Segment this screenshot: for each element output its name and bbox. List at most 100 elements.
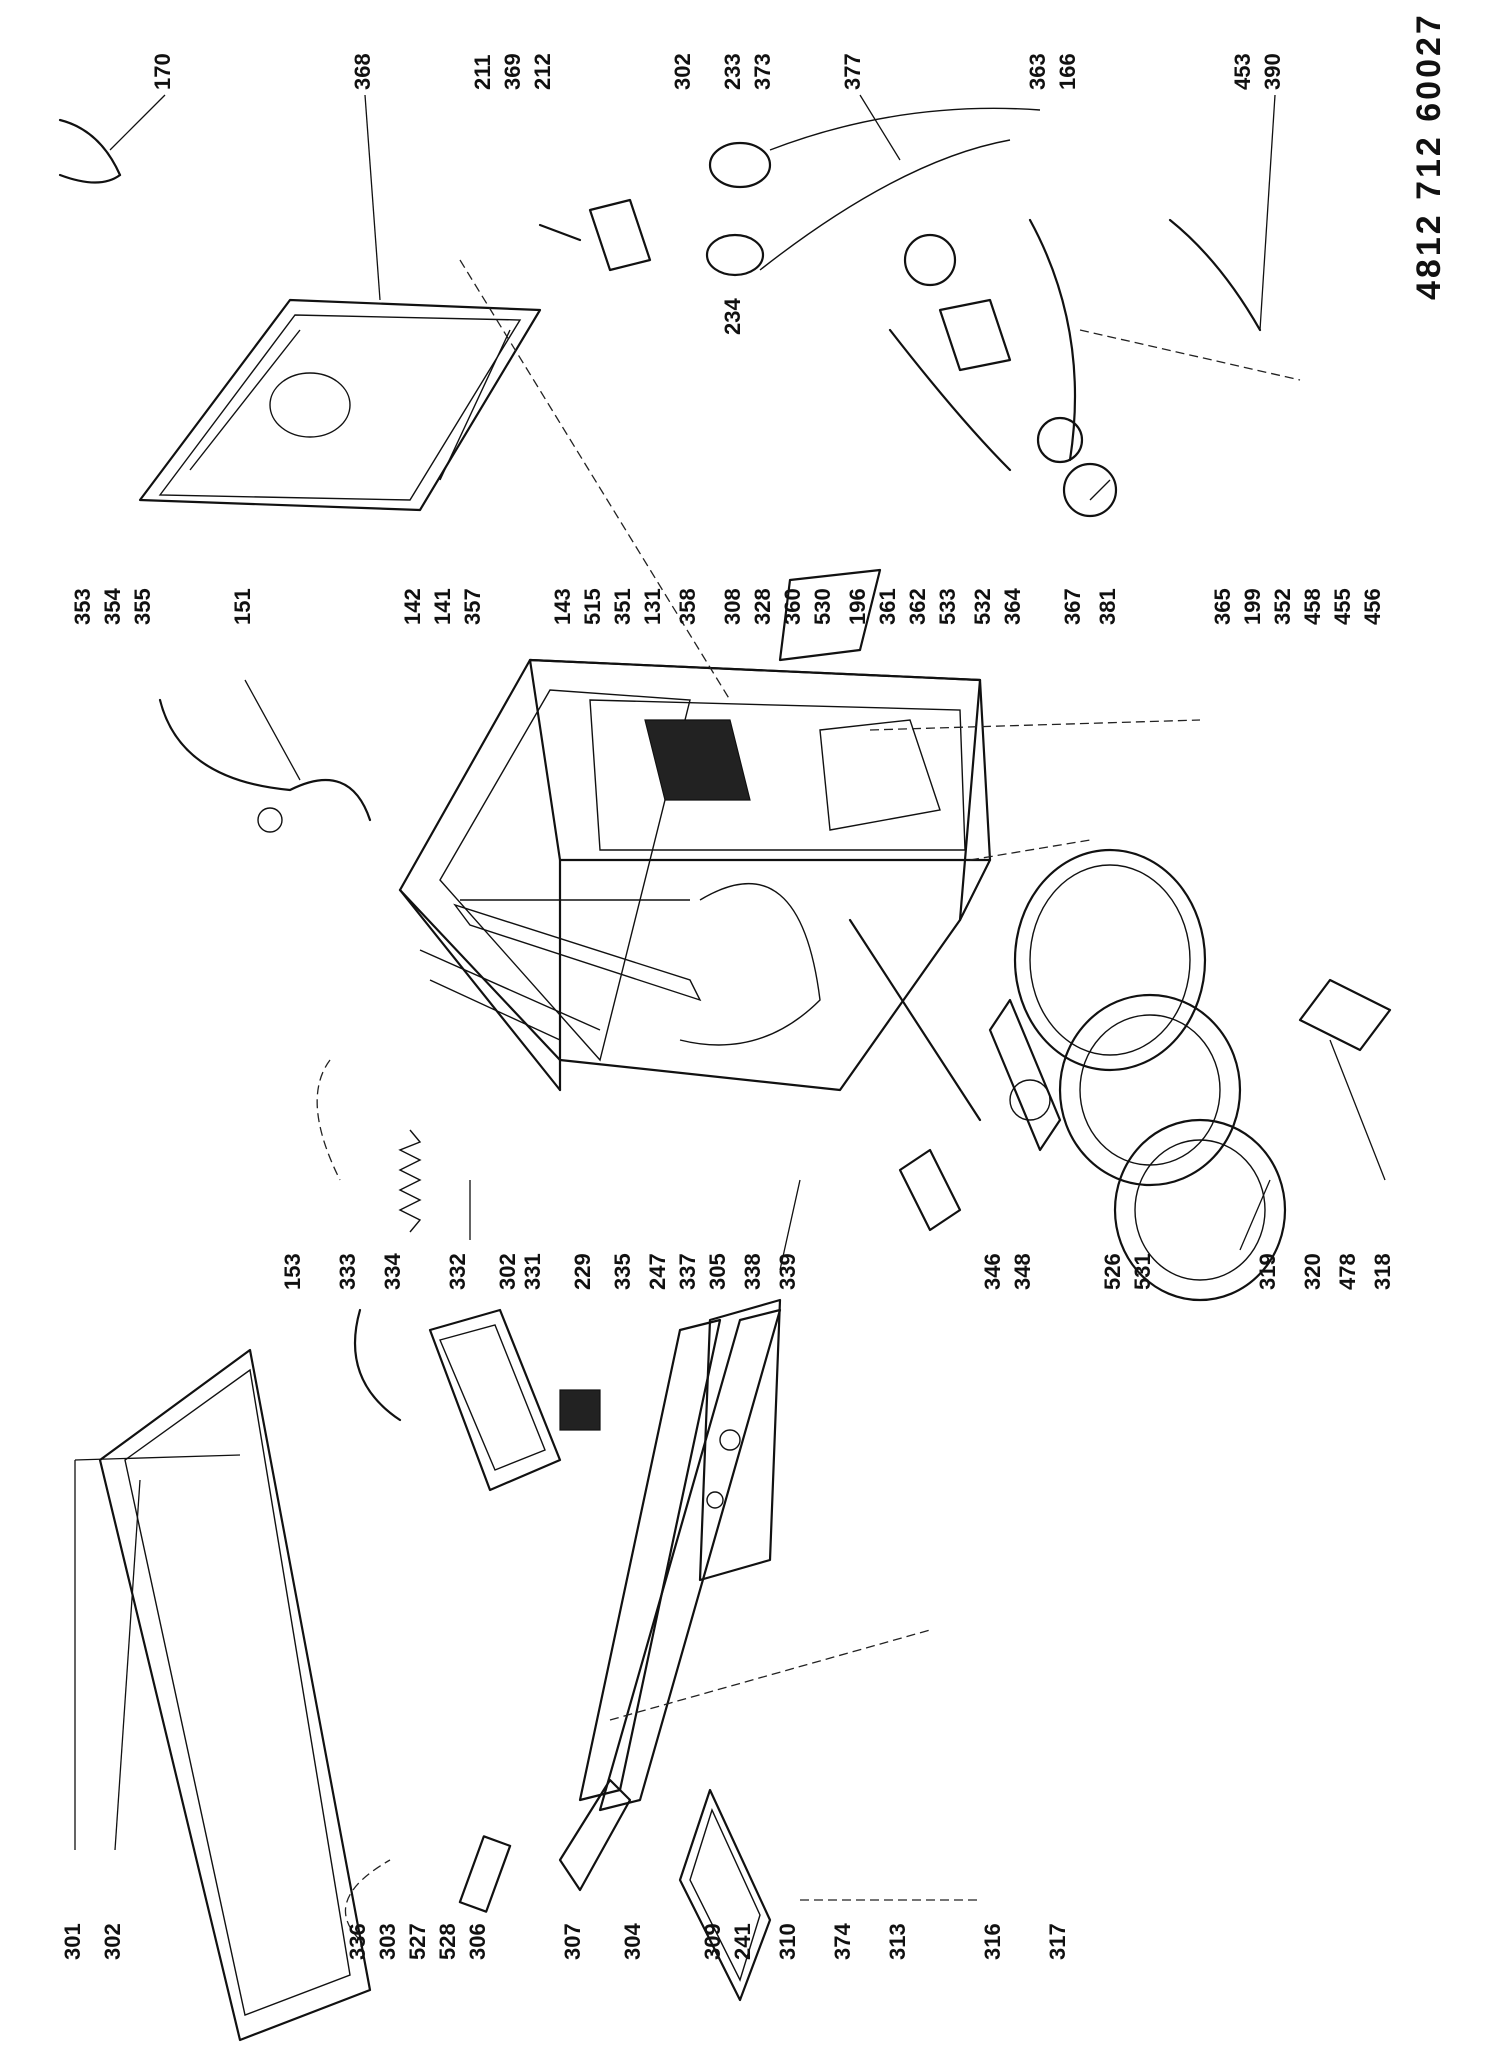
callout-211: 211 (470, 55, 495, 91)
callouts-middle: 153 333 334 332 302 331 229 335 247 337 … (280, 1253, 1395, 1290)
detergent-drawer (458, 1778, 772, 2002)
callout-247: 247 (645, 1253, 670, 1290)
callout-234: 234 (720, 298, 745, 335)
callout-357: 357 (460, 588, 485, 625)
callout-338: 338 (740, 1253, 765, 1290)
callout-302c: 302 (670, 53, 695, 90)
callout-317: 317 (1045, 1923, 1070, 1960)
callout-458: 458 (1300, 588, 1325, 625)
callout-153: 153 (280, 1253, 305, 1290)
callout-131: 131 (640, 588, 665, 625)
callout-532: 532 (970, 588, 995, 625)
callout-141: 141 (430, 588, 455, 625)
callout-348: 348 (1010, 1253, 1035, 1290)
door-assembly (1013, 848, 1392, 1302)
callout-365: 365 (1210, 588, 1235, 625)
callout-527: 527 (405, 1923, 430, 1960)
callout-354: 354 (100, 588, 125, 625)
callout-351: 351 (610, 588, 635, 625)
door-hinge (848, 918, 1062, 1232)
callout-306: 306 (465, 1923, 490, 1960)
callout-333: 333 (335, 1253, 360, 1290)
relation-lines (316, 259, 1301, 1941)
callout-528: 528 (435, 1923, 460, 1960)
callouts-left: 301 302 336 303 527 528 306 307 304 309 … (60, 1923, 1070, 1960)
callout-336: 336 (345, 1923, 370, 1960)
callout-362: 362 (905, 588, 930, 625)
callout-229: 229 (570, 1253, 595, 1290)
callout-233: 233 (720, 53, 745, 90)
callout-364: 364 (1000, 588, 1025, 625)
callout-339: 339 (775, 1253, 800, 1290)
motor-bracket (353, 1308, 601, 1492)
callout-337: 337 (675, 1253, 700, 1290)
callout-358: 358 (675, 588, 700, 625)
callout-455: 455 (1330, 588, 1355, 625)
callout-309: 309 (700, 1923, 725, 1960)
callout-478: 478 (1335, 1253, 1360, 1290)
callout-373: 373 (750, 53, 775, 90)
callout-318: 318 (1370, 1253, 1395, 1290)
callout-381: 381 (1095, 588, 1120, 625)
document-number: 4812 712 60027 (1410, 12, 1448, 300)
callout-320: 320 (1300, 1253, 1325, 1290)
callout-531: 531 (1130, 1253, 1155, 1290)
pressure-switches (705, 141, 772, 277)
callout-241: 241 (730, 1923, 755, 1960)
leader-lines (74, 94, 1386, 1851)
callout-313: 313 (885, 1923, 910, 1960)
callout-302b: 302 (495, 1253, 520, 1290)
callout-303: 303 (375, 1923, 400, 1960)
cabinet-frame (398, 658, 992, 1092)
callout-196: 196 (845, 588, 870, 625)
callout-328: 328 (750, 588, 775, 625)
callout-526: 526 (1100, 1253, 1125, 1290)
callout-368: 368 (350, 53, 375, 90)
control-panel (578, 1298, 782, 1812)
callout-390: 390 (1260, 53, 1285, 90)
callout-355: 355 (130, 588, 155, 625)
pump-and-hoses (759, 107, 1262, 662)
callout-302: 302 (100, 1923, 125, 1960)
callout-308: 308 (720, 588, 745, 625)
callout-199: 199 (1240, 588, 1265, 625)
callout-332: 332 (445, 1253, 470, 1290)
tension-spring (398, 1129, 422, 1233)
callout-166: 166 (1055, 53, 1080, 90)
callout-515: 515 (580, 588, 605, 625)
callout-301: 301 (60, 1923, 85, 1960)
callout-353: 353 (70, 588, 95, 625)
callout-334: 334 (380, 1253, 405, 1290)
callout-453: 453 (1230, 53, 1255, 90)
callout-316: 316 (980, 1923, 1005, 1960)
callout-310: 310 (775, 1923, 800, 1960)
callout-360: 360 (780, 588, 805, 625)
callout-377: 377 (840, 53, 865, 90)
callout-307: 307 (560, 1923, 585, 1960)
callout-319: 319 (1255, 1253, 1280, 1290)
callout-335: 335 (610, 1253, 635, 1290)
callout-367: 367 (1060, 588, 1085, 625)
callout-530: 530 (810, 588, 835, 625)
callout-304: 304 (620, 1923, 645, 1960)
callouts-upper: 353 354 355 151 142 141 357 143 515 351 … (70, 588, 1385, 625)
callout-170: 170 (150, 53, 175, 90)
callout-212: 212 (530, 53, 555, 90)
callout-456: 456 (1360, 588, 1385, 625)
drain-hose (58, 118, 122, 184)
callout-533: 533 (935, 588, 960, 625)
callout-331: 331 (520, 1253, 545, 1290)
callout-352: 352 (1270, 588, 1295, 625)
callout-143: 143 (550, 588, 575, 625)
callout-369: 369 (500, 53, 525, 90)
callout-305: 305 (705, 1253, 730, 1290)
callout-374: 374 (830, 1923, 855, 1960)
callouts-top: 170 368 211 369 212 302 233 373 377 363 … (150, 53, 1285, 335)
top-cover-plate (138, 298, 542, 512)
worktop (98, 1348, 372, 2042)
callout-151: 151 (230, 588, 255, 625)
callout-142: 142 (400, 588, 425, 625)
inlet-hose (158, 698, 372, 833)
relay-box (538, 198, 652, 272)
